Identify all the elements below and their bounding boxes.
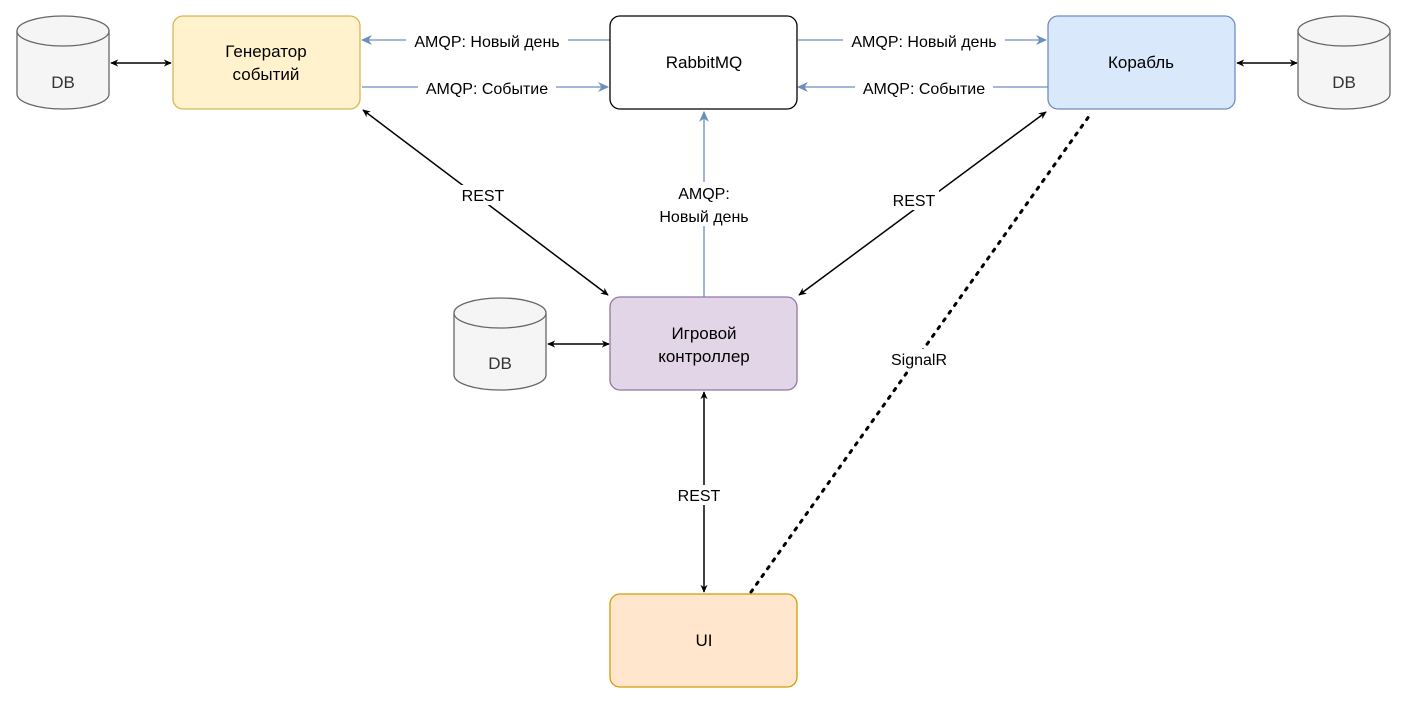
db-generator-cylinder[interactable]: DB (16, 15, 110, 110)
label-ship-controller-rest: REST (893, 193, 936, 210)
node-game-controller-label-line2: контроллер (658, 347, 750, 366)
label-rabbit-to-ship-new-day: AMQP: Новый день (851, 34, 996, 51)
node-game-controller-label-line1: Игровой (671, 324, 736, 343)
db-ship-cylinder[interactable]: DB (1297, 15, 1391, 110)
node-event-generator-label-line1: Генератор (225, 42, 306, 61)
label-ui-ship-signalr: SignalR (891, 352, 947, 369)
label-generator-controller-rest: REST (462, 188, 505, 205)
label-rabbit-to-generator-new-day: AMQP: Новый день (414, 34, 559, 51)
node-ship-label: Корабль (1108, 53, 1174, 72)
node-game-controller[interactable]: Игровой контроллер (609, 296, 798, 391)
label-controller-to-rabbit-new-day-line1: AMQP: (678, 186, 730, 203)
label-controller-to-rabbit-new-day-line2: Новый день (659, 209, 748, 226)
db-controller-cylinder[interactable]: DB (453, 297, 547, 391)
label-ship-to-rabbit-event: AMQP: Событие (863, 81, 985, 98)
db-generator-label: DB (51, 73, 75, 92)
db-controller-label: DB (488, 354, 512, 373)
node-event-generator-label-line2: событий (233, 65, 300, 84)
db-ship-label: DB (1332, 73, 1356, 92)
node-rabbitmq-label: RabbitMQ (666, 53, 743, 72)
node-ui[interactable]: UI (609, 593, 798, 688)
label-controller-ui-rest: REST (678, 488, 721, 505)
node-ui-label: UI (696, 631, 713, 650)
label-generator-to-rabbit-event: AMQP: Событие (426, 81, 548, 98)
node-rabbitmq[interactable]: RabbitMQ (609, 15, 798, 110)
node-event-generator[interactable]: Генератор событий (172, 15, 361, 110)
node-ship[interactable]: Корабль (1047, 15, 1236, 110)
